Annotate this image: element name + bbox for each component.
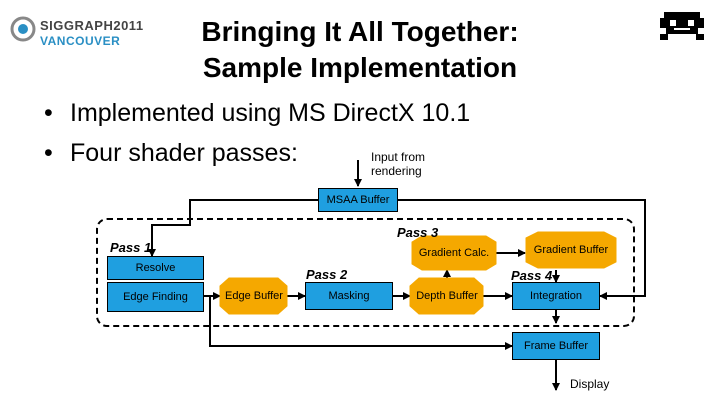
input-note-line1: Input from [371, 150, 426, 164]
title-line1: Bringing It All Together: [201, 16, 519, 47]
gradient-calc-node: Gradient Calc. [418, 246, 490, 259]
bullet-1-symbol: • [44, 99, 53, 127]
resolve-node: Resolve [107, 256, 204, 280]
gradient-calc-shape [411, 235, 497, 271]
bullet-2-text: Four shader passes: [70, 139, 298, 167]
frame-buffer-node: Frame Buffer [512, 332, 600, 360]
pass-1-label: Pass 1 [110, 240, 152, 255]
siggraph-logo-mark-icon [10, 16, 36, 42]
pass-3-label: Pass 3 [397, 225, 439, 240]
msaa-buffer-node: MSAA Buffer [318, 188, 398, 212]
gradient-buffer-node: Gradient Buffer [533, 243, 609, 256]
logo-line1: SIGGRAPH2011 [40, 18, 144, 33]
bullet-1-text: Implemented using MS DirectX 10.1 [70, 99, 471, 127]
space-invader-icon [660, 12, 704, 40]
slide-title: Bringing It All Together: Sample Impleme… [150, 14, 570, 86]
integration-node: Integration [512, 282, 600, 310]
depth-buffer-node: Depth Buffer [416, 289, 478, 302]
depth-buffer-shape [409, 277, 484, 315]
input-note: Input from rendering [371, 150, 425, 178]
siggraph-logo: SIGGRAPH2011 VANCOUVER [10, 10, 143, 50]
pipeline-dashed-frame [96, 218, 635, 327]
pass-2-label: Pass 2 [306, 267, 348, 282]
pass-4-label: Pass 4 [511, 268, 553, 283]
masking-node: Masking [305, 282, 393, 310]
title-line2: Sample Implementation [202, 52, 518, 83]
display-label: Display [570, 377, 610, 391]
edge-buffer-node: Edge Buffer [225, 289, 283, 302]
gradient-buffer-shape [525, 231, 617, 269]
bullet-2-symbol: • [44, 139, 53, 167]
edge-finding-node: Edge Finding [107, 282, 204, 312]
edge-buffer-shape [219, 277, 288, 315]
input-note-line2: rendering [371, 164, 422, 178]
logo-line2: VANCOUVER [40, 34, 121, 48]
